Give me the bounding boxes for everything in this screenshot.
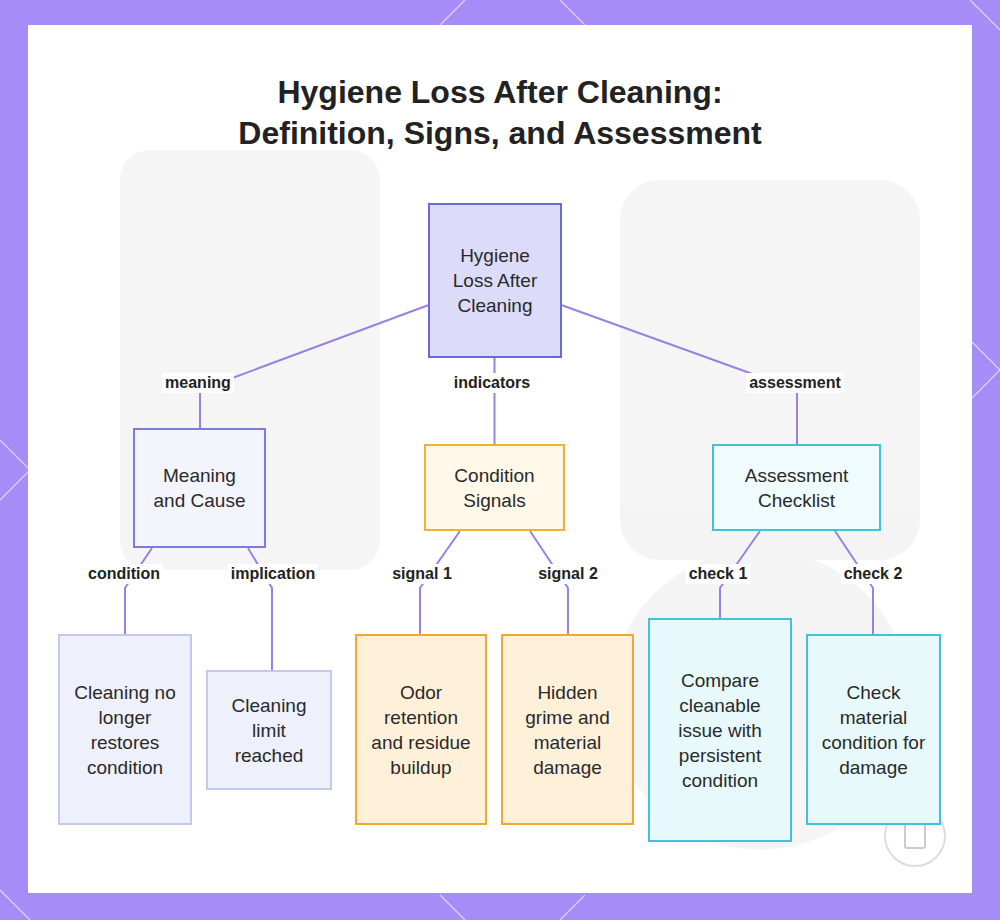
category-box: Condition Signals	[424, 444, 565, 531]
tree-connector	[200, 305, 428, 428]
category-box: Meaning and Cause	[133, 428, 266, 548]
node-label: Meaning and Cause	[147, 463, 252, 513]
diagram-title: Hygiene Loss After Cleaning: Definition,…	[200, 72, 800, 154]
edge-label: assessment	[746, 373, 844, 393]
node-label: Check material condition for damage	[818, 680, 929, 780]
detail-box: Check material condition for damage	[806, 634, 941, 825]
detail-box: Odor retention and residue buildup	[355, 634, 487, 825]
edge-label: meaning	[162, 373, 234, 393]
node-label: Hidden grime and material damage	[513, 680, 622, 780]
detail-box: Compare cleanable issue with persistent …	[648, 618, 792, 842]
edge-label: signal 2	[535, 564, 601, 584]
node-label: Cleaning no longer restores condition	[70, 680, 180, 780]
edge-label: implication	[228, 564, 318, 584]
tree-connector	[125, 548, 152, 634]
node-label: Cleaning limit reached	[218, 693, 320, 768]
detail-box: Hidden grime and material damage	[501, 634, 634, 825]
node-label: Assessment Checklist	[726, 463, 867, 513]
detail-box: Cleaning limit reached	[206, 670, 332, 790]
tree-connector	[494, 358, 496, 444]
edge-label: condition	[85, 564, 163, 584]
node-label: Compare cleanable issue with persistent …	[660, 668, 780, 793]
node-label: Hygiene Loss After Cleaning	[446, 243, 544, 318]
detail-box: Cleaning no longer restores condition	[58, 634, 192, 825]
edge-label: check 1	[686, 564, 751, 584]
edge-label: signal 1	[389, 564, 455, 584]
node-label: Condition Signals	[438, 463, 551, 513]
edge-label: check 2	[841, 564, 906, 584]
edge-label: indicators	[451, 373, 533, 393]
root-box: Hygiene Loss After Cleaning	[428, 203, 562, 358]
node-label: Odor retention and residue buildup	[367, 680, 475, 780]
category-box: Assessment Checklist	[712, 444, 881, 531]
